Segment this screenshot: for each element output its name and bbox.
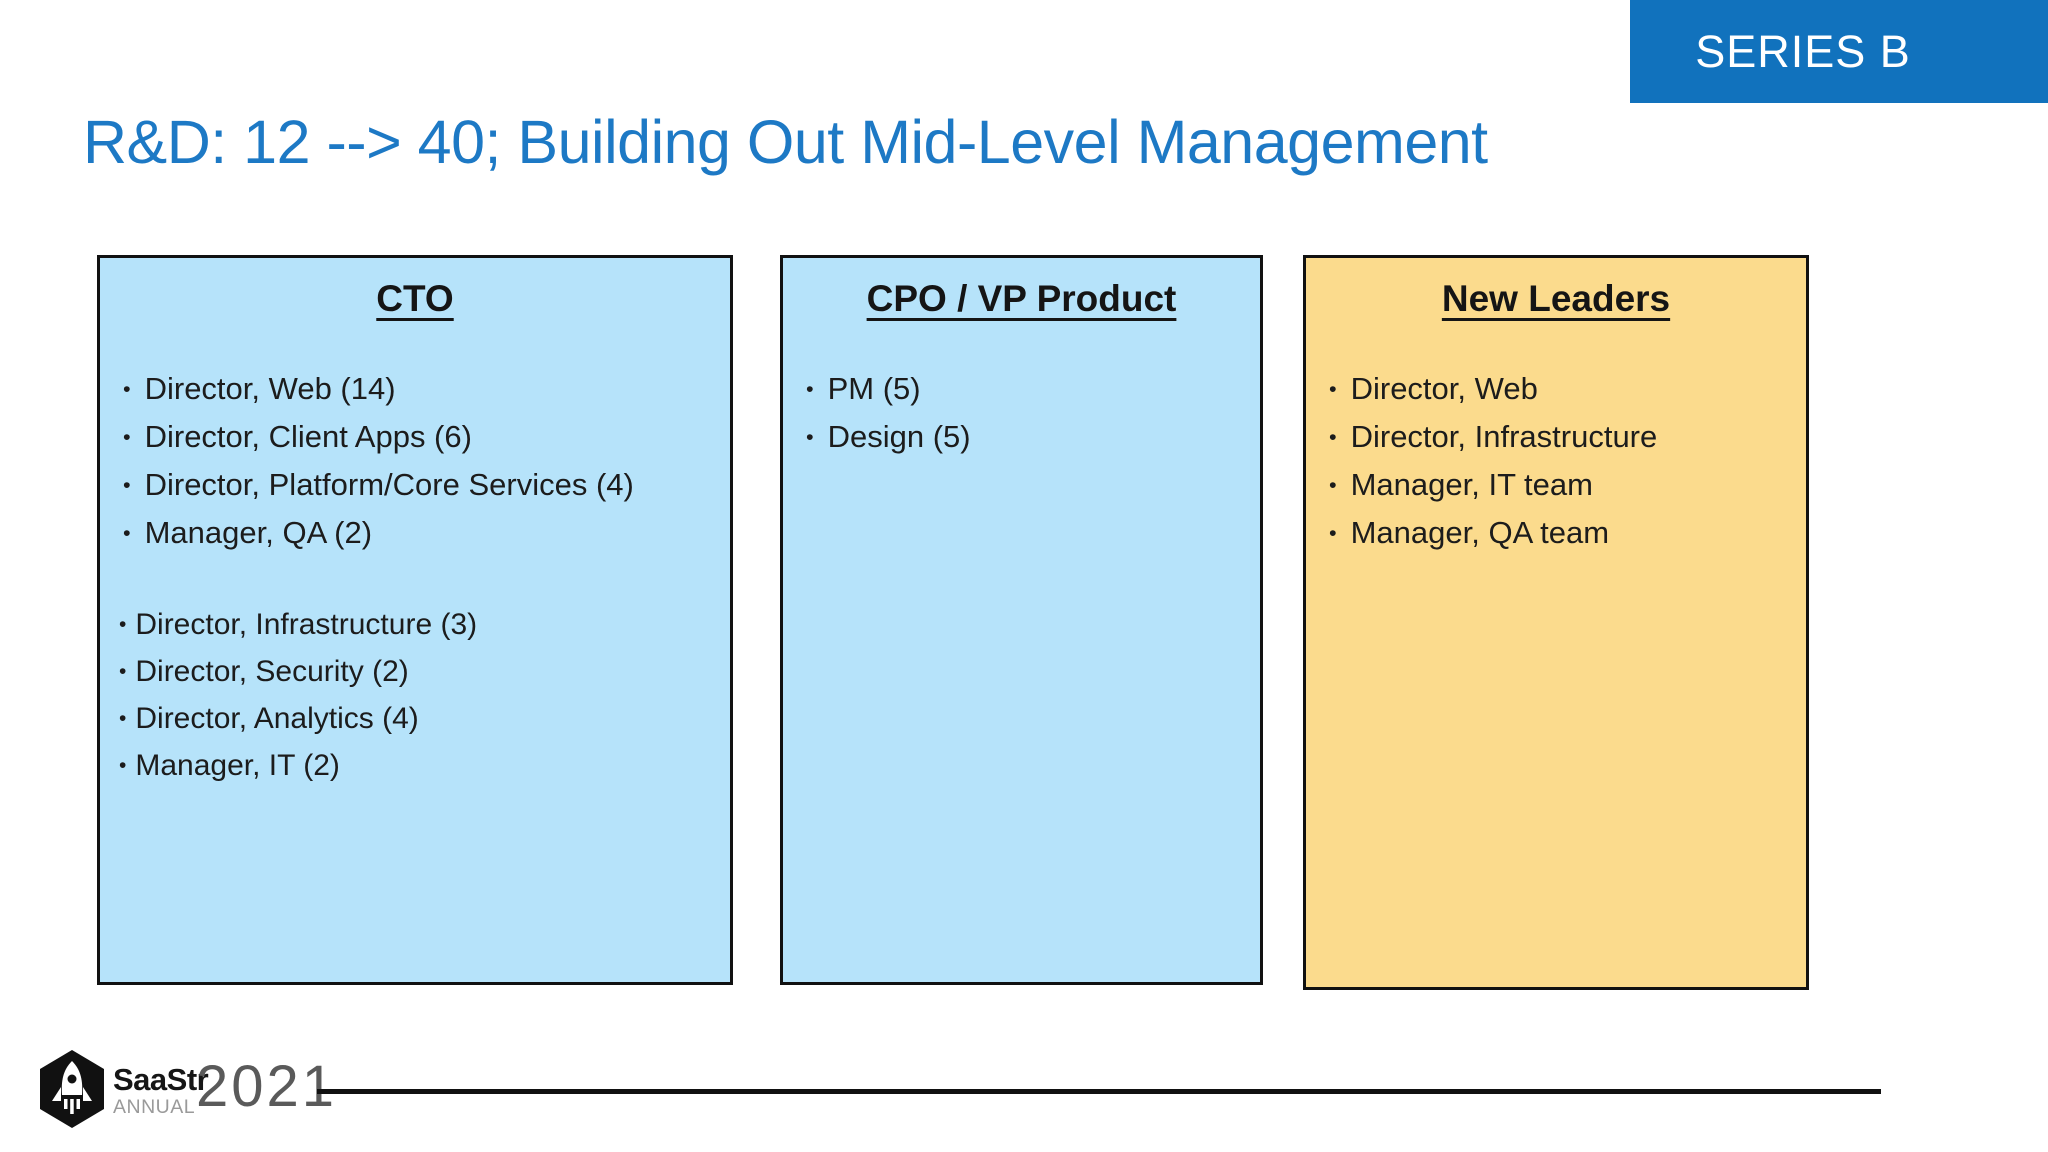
- year-label: 2021: [196, 1054, 338, 1119]
- brand-name: SaaStr: [113, 1062, 209, 1097]
- list-item: • Manager, IT (2): [117, 744, 710, 791]
- list-item: • Director, Analytics (4): [117, 697, 710, 744]
- bullet-list: • PM (5) • Design (5): [783, 366, 1260, 462]
- list-item-text: Director, Infrastructure: [1350, 419, 1658, 454]
- list-item-text: PM (5): [827, 371, 921, 406]
- list-item: • PM (5): [800, 366, 1240, 414]
- list-item-text: Director, Web: [1350, 371, 1538, 406]
- brand-subtitle: ANNUAL: [113, 1096, 196, 1118]
- list-item: • Director, Web (14): [117, 366, 675, 414]
- list-item-text: Design (5): [827, 419, 971, 454]
- list-item-text: Director, Platform/Core Services (4): [144, 467, 634, 502]
- column-header-cpo: CPO / VP Product: [866, 278, 1177, 319]
- list-item: • Director, Infrastructure (3): [117, 603, 710, 650]
- list-item: • Director, Infrastructure: [1323, 414, 1786, 462]
- list-item-text: Manager, IT (2): [135, 749, 340, 782]
- series-b-badge-label: SERIES B: [1695, 25, 1911, 77]
- list-item: • Director, Platform/Core Services (4): [117, 462, 675, 510]
- bullet-icon: •: [119, 754, 127, 777]
- list-item: • Manager, QA team: [1323, 510, 1786, 558]
- column-header-cto: CTO: [376, 278, 454, 319]
- column-new-leaders: New Leaders • Director, Web • Director, Inf…: [1303, 255, 1809, 990]
- list-item-text: Manager, QA team: [1350, 515, 1610, 550]
- column-cto: CTO • Director, Web (14) • Director, Client…: [97, 255, 733, 985]
- list-item: • Manager, QA (2): [117, 510, 675, 558]
- list-item: • Manager, IT team: [1323, 462, 1786, 510]
- bullet-icon: •: [123, 424, 131, 449]
- list-item-text: Director, Infrastructure (3): [135, 608, 478, 641]
- series-b-badge: SERIES B: [1630, 0, 2048, 103]
- bullet-icon: •: [1329, 472, 1337, 497]
- list-item-text: Manager, IT team: [1350, 467, 1593, 502]
- bullet-list: • Director, Infrastructure (3) • Director, …: [100, 603, 730, 791]
- list-item: • Director, Web: [1323, 366, 1786, 414]
- saastr-logo-text: SaaStr ANNUAL: [113, 1062, 209, 1118]
- rocket-hexagon-icon: [40, 1050, 104, 1128]
- list-item-text: Director, Analytics (4): [135, 702, 419, 735]
- column-cpo-vp-product: CPO / VP Product • PM (5) • Design (5): [780, 255, 1263, 985]
- list-item-text: Director, Client Apps (6): [144, 419, 472, 454]
- bullet-icon: •: [119, 707, 127, 730]
- column-header-new-leaders: New Leaders: [1441, 278, 1671, 319]
- bullet-icon: •: [1329, 520, 1337, 545]
- bullet-icon: •: [806, 424, 814, 449]
- list-item: • Director, Client Apps (6): [117, 414, 675, 462]
- bullet-icon: •: [119, 613, 127, 636]
- list-item: • Director, Security (2): [117, 650, 710, 697]
- list-item-text: Director, Security (2): [135, 655, 409, 688]
- bullet-icon: •: [806, 376, 814, 401]
- bullet-icon: •: [119, 660, 127, 683]
- bullet-list: •Director, Web•Director, Infrastructure•…: [1306, 366, 1806, 558]
- page-title: R&D: 12 --> 40; Building Out Mid-Level M…: [83, 108, 1488, 176]
- list-item-text: Director, Web (14): [144, 371, 396, 406]
- list-item: • Design (5): [800, 414, 1240, 462]
- bullet-list: • Director, Web (14) • Director, Client App…: [100, 366, 730, 558]
- bullet-icon: •: [123, 520, 131, 545]
- bullet-icon: •: [1329, 424, 1337, 449]
- bullet-icon: •: [1329, 376, 1337, 401]
- bullet-icon: •: [123, 376, 131, 401]
- footer-divider-line: [317, 1089, 1881, 1094]
- bullet-icon: •: [123, 472, 131, 497]
- list-item-text: Manager, QA (2): [144, 515, 373, 550]
